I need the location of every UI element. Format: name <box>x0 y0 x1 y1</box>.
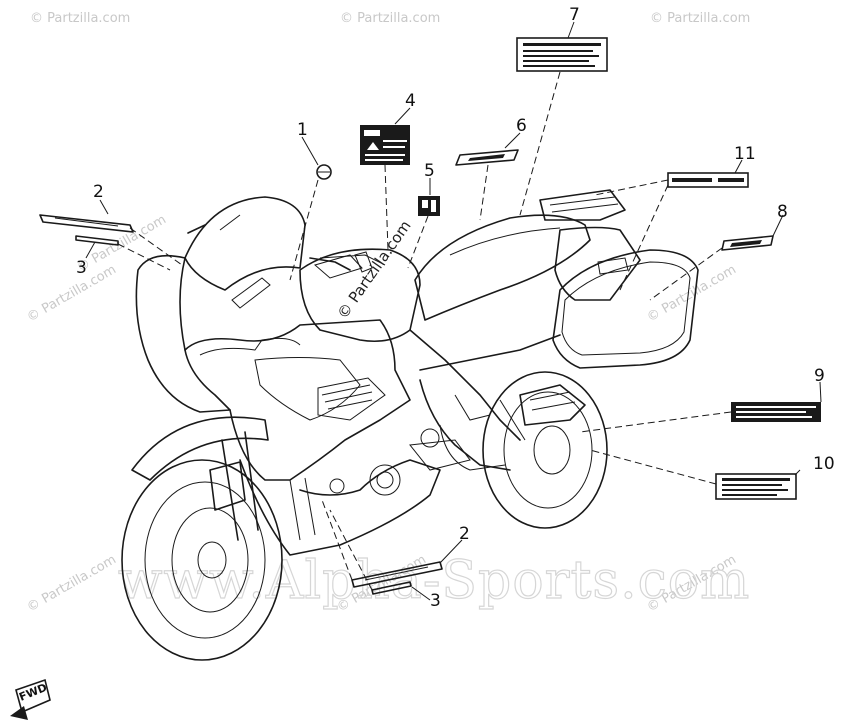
callout-2-lower[interactable]: 2 <box>459 524 470 544</box>
side-vent <box>317 377 386 421</box>
decal-parts <box>39 37 821 595</box>
fuel-tank <box>299 248 421 343</box>
watermark-small: © Partzilla.com <box>340 11 440 26</box>
callout-2[interactable]: 2 <box>93 182 104 202</box>
front-hub <box>197 541 227 579</box>
part-8-emblem-decal[interactable] <box>721 235 774 251</box>
side-case <box>552 249 699 369</box>
part-2-stripe-decal[interactable] <box>39 214 134 233</box>
part-11-load-label[interactable] <box>667 172 749 188</box>
callout-6[interactable]: 6 <box>516 116 527 136</box>
part-2-stripe-decal-lower[interactable] <box>351 561 443 588</box>
watermark-small: © Partzilla.com <box>25 552 119 615</box>
part-10-spec-label[interactable] <box>715 473 797 500</box>
callout-5[interactable]: 5 <box>424 161 435 181</box>
part-6-emblem-decal[interactable] <box>455 149 519 166</box>
front-tire <box>121 459 283 661</box>
callout-3[interactable]: 3 <box>76 258 87 278</box>
part-1-badge[interactable] <box>316 164 332 180</box>
part-3-stripe-decal-lower[interactable] <box>371 581 412 595</box>
callout-3-lower[interactable]: 3 <box>430 591 441 611</box>
watermark-alpha-sports: www.Alpha-Sports.com <box>118 551 750 611</box>
callout-10[interactable]: 10 <box>813 454 835 474</box>
callout-11[interactable]: 11 <box>734 144 756 164</box>
front-fender <box>131 416 269 481</box>
callout-7[interactable]: 7 <box>569 5 580 25</box>
part-7-info-label[interactable] <box>516 37 608 72</box>
luggage-rack <box>539 189 626 221</box>
callout-4[interactable]: 4 <box>405 91 416 111</box>
seat <box>414 214 591 321</box>
rear-tire <box>482 371 608 529</box>
windscreen <box>184 196 306 291</box>
part-4-warning-label[interactable] <box>360 125 410 165</box>
leader-lines <box>85 21 822 601</box>
callout-numbers: 1 2 3 4 5 6 7 8 9 10 11 2 3 <box>76 5 835 611</box>
callout-8[interactable]: 8 <box>777 202 788 222</box>
watermark-small: © Partzilla.com <box>650 11 750 26</box>
forward-arrow-icon: FWD <box>10 678 51 720</box>
callout-9[interactable]: 9 <box>814 366 825 386</box>
watermark-layer: © Partzilla.com © Partzilla.com © Partzi… <box>25 11 751 615</box>
watermark-small: © Partzilla.com <box>30 11 130 26</box>
watermark-small: © Partzilla.com <box>25 262 119 325</box>
watermark-center: © Partzilla.com <box>334 217 415 322</box>
rear-hub <box>533 425 571 475</box>
part-5-fuel-label[interactable] <box>418 196 440 216</box>
part-3-stripe-decal[interactable] <box>75 235 119 246</box>
front-fairing <box>135 254 231 413</box>
callout-1[interactable]: 1 <box>297 120 308 140</box>
part-9-tire-label[interactable] <box>731 402 821 422</box>
